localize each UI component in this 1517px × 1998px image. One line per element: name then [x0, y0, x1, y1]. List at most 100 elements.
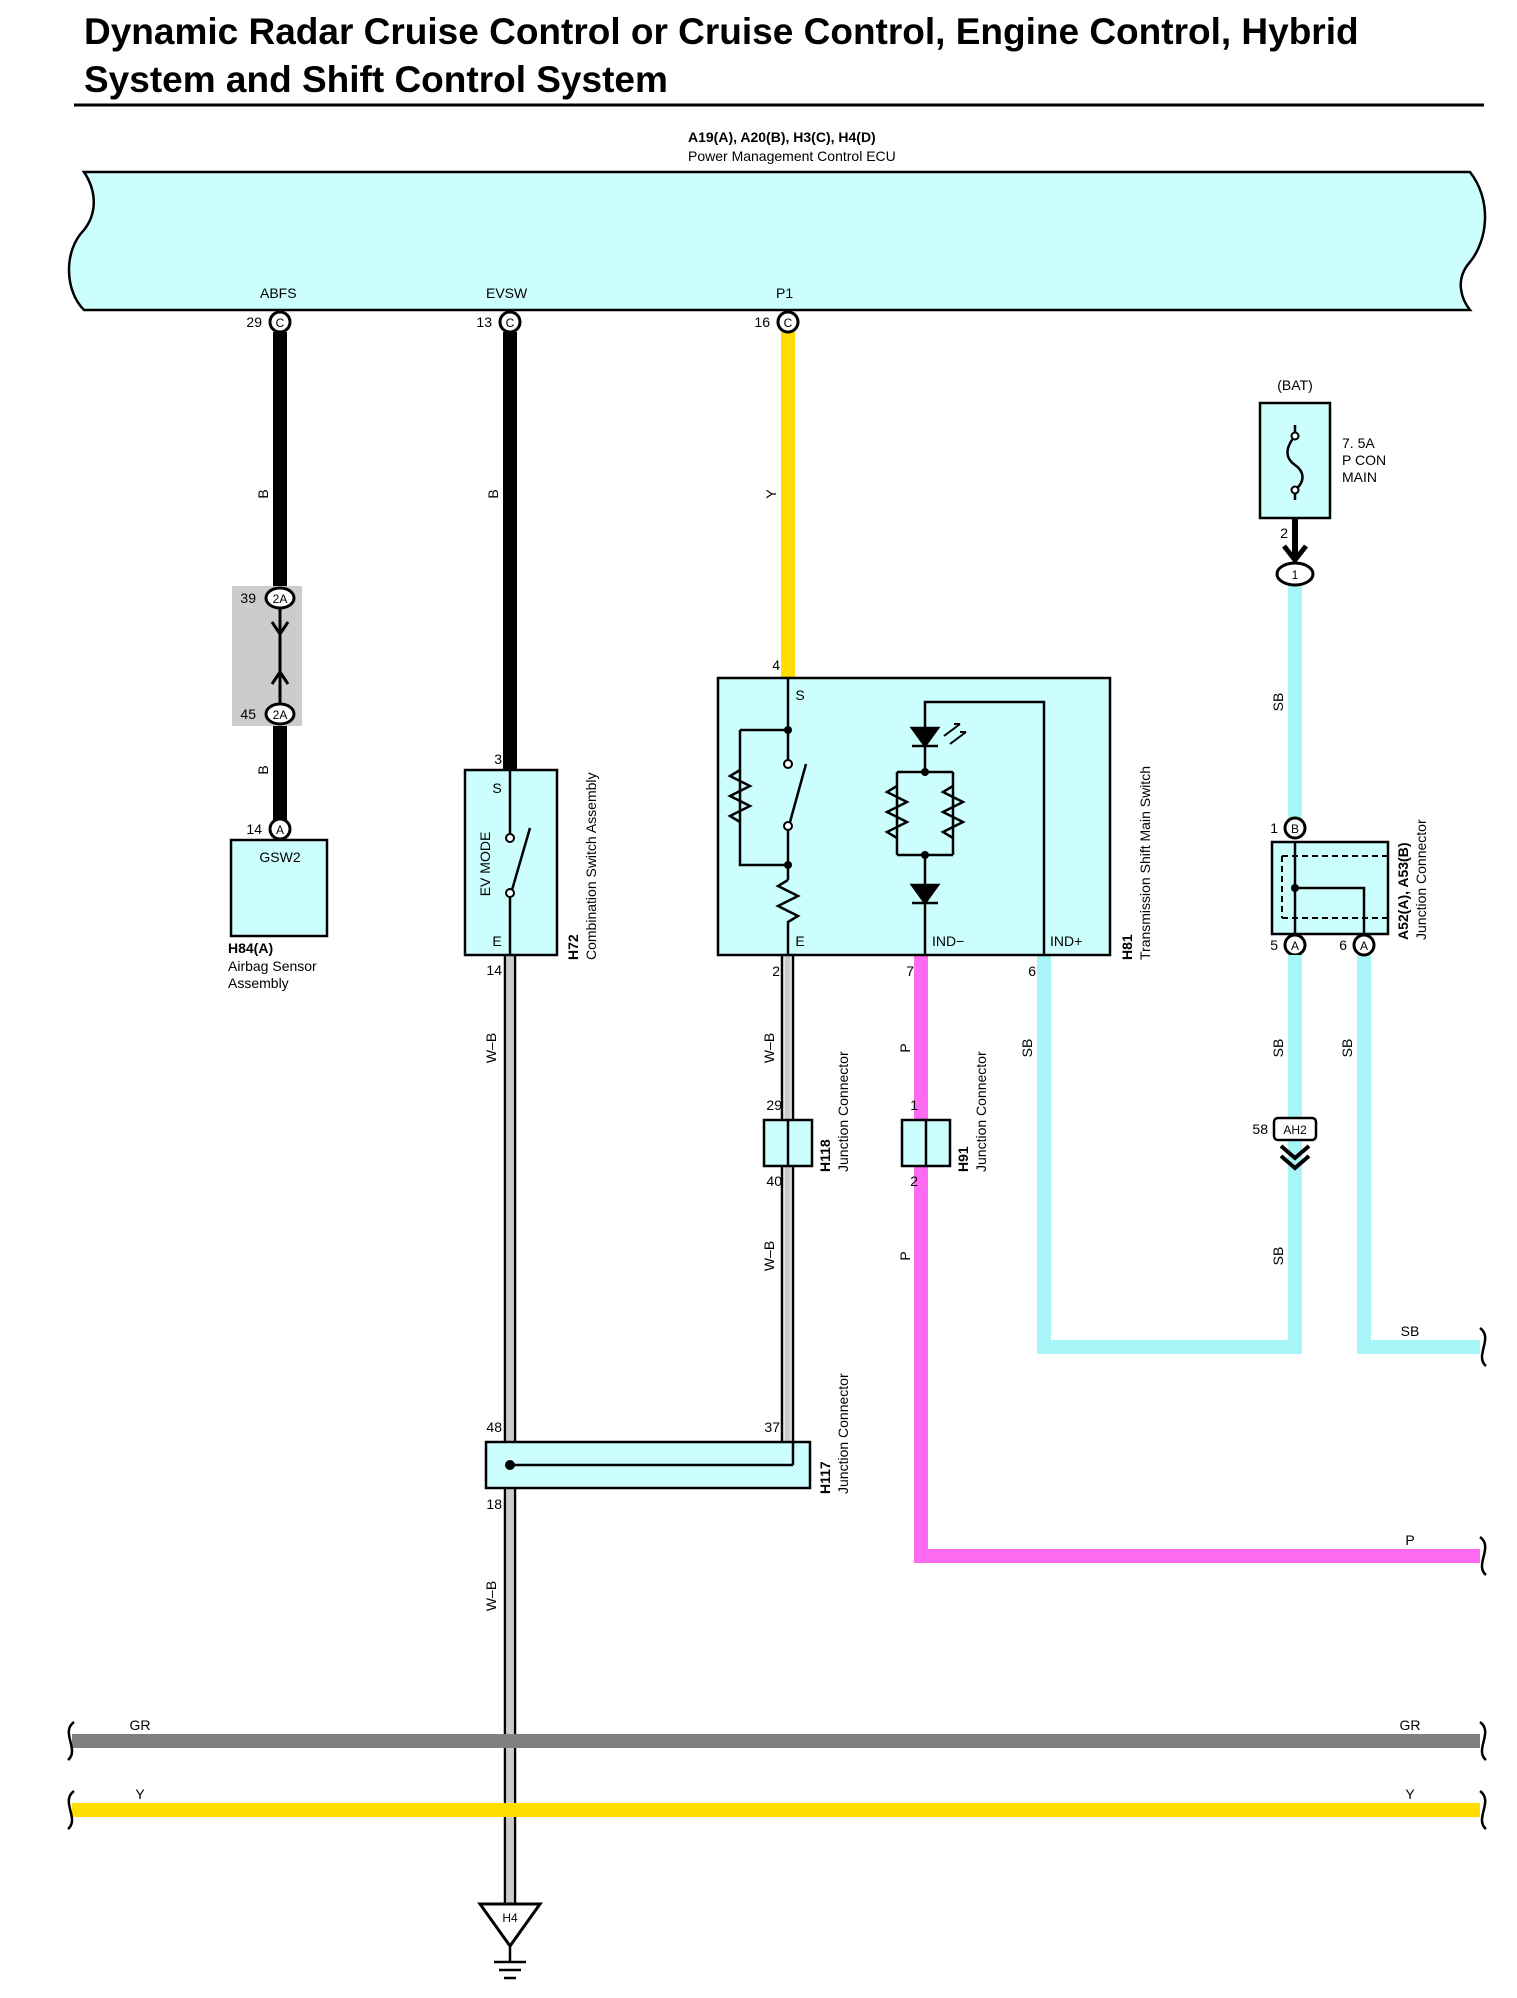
- wire-ind-minus: [914, 955, 1480, 1563]
- h84-id: H84(A): [228, 940, 273, 956]
- ah2-pin: 58: [1252, 1121, 1268, 1137]
- h81-terminal-e: E: [795, 933, 804, 949]
- h72-id: H72: [565, 934, 581, 960]
- h91-pin-bottom: 2: [910, 1173, 918, 1189]
- h117-pin-left: 48: [486, 1419, 502, 1435]
- h84-name-1: Airbag Sensor: [228, 958, 317, 974]
- a52-junction: B 1 A 5 A 6 A52(A), A53(B) Junction Conn…: [1270, 816, 1429, 957]
- wire-label-ind-minus-lower: P: [897, 1251, 913, 1260]
- h84-terminal: GSW2: [259, 849, 300, 865]
- ah2-code: AH2: [1283, 1123, 1307, 1137]
- wire-label-abfs-lower: B: [255, 765, 271, 774]
- h81-led-rays-icon: [943, 723, 967, 745]
- wire-label-right-p: P: [1405, 1532, 1414, 1548]
- h84-connector: A: [276, 823, 284, 837]
- wire-label-p1: Y: [763, 489, 779, 499]
- a52-id: A52(A), A53(B): [1395, 843, 1411, 941]
- wire-label-bus-y-left: Y: [135, 1786, 145, 1802]
- pin-label-abfs: ABFS: [260, 285, 297, 301]
- bus-break-left: [67, 1720, 75, 1830]
- wire-label-bus-gr-right: GR: [1400, 1717, 1421, 1733]
- fuse-p-con-main: (BAT) 7. 5A P CON MAIN 2 1: [1258, 377, 1386, 587]
- a52-conn-in: B: [1291, 822, 1299, 836]
- h118-pin-top: 29: [766, 1097, 782, 1113]
- h81-terminal-s: S: [795, 687, 804, 703]
- wire-label-fuse-out: SB: [1270, 693, 1286, 712]
- h72-mode: EV MODE: [477, 832, 493, 897]
- a52-pin-in: 1: [1270, 820, 1278, 836]
- ecu-pin-abfs-number: 29: [246, 314, 262, 330]
- h72-terminal-s: S: [492, 780, 501, 796]
- wire-label-evsw-upper: B: [485, 489, 501, 498]
- ecu-pin-evsw: C 13: [476, 310, 522, 334]
- ecu-pin-p1: C 16: [754, 310, 800, 334]
- wire-label-a52-out6: SB: [1339, 1039, 1355, 1058]
- fuse-icon: [1286, 425, 1304, 500]
- h117-pin-bottom: 18: [486, 1496, 502, 1512]
- h81-resistor-led2-icon: [940, 784, 966, 840]
- h84-pin: 14: [246, 821, 262, 837]
- wire-a52-out6: [1357, 955, 1480, 1354]
- ground-icon: [494, 1946, 526, 1980]
- ecu-name: Power Management Control ECU: [688, 148, 896, 164]
- h84-name-2: Assembly: [228, 975, 289, 991]
- a52-pin-out2: 6: [1339, 937, 1347, 953]
- connector-2a-pin-bottom: 45: [240, 706, 256, 722]
- h117-junction: 48 37 18 H117 Junction Connector: [484, 1373, 851, 1512]
- h81-pin-ind-plus: 6: [1028, 963, 1036, 979]
- title-line-1: Dynamic Radar Cruise Control or Cruise C…: [84, 11, 1359, 52]
- connector-2a-code-bottom: 2A: [273, 708, 288, 722]
- ecu-pin-evsw-connector: C: [506, 316, 515, 330]
- a52-conn-out1: A: [1291, 939, 1299, 953]
- h72-pin-bottom: 14: [486, 962, 502, 978]
- a52-conn-out2: A: [1360, 939, 1368, 953]
- h117-id: H117: [817, 1461, 833, 1494]
- h118-id: H118: [817, 1139, 833, 1172]
- fuse-rating: 7. 5A: [1342, 435, 1375, 451]
- page-title: Dynamic Radar Cruise Control or Cruise C…: [84, 8, 1504, 104]
- wire-label-ah2-below: SB: [1270, 1247, 1286, 1266]
- pin-label-evsw: EVSW: [486, 285, 528, 301]
- fuse-pin: 2: [1280, 525, 1288, 541]
- fuse-name-1: P CON: [1342, 452, 1386, 468]
- wire-label-h81-e-lower: W–B: [761, 1241, 777, 1271]
- h72-pin-top: 3: [494, 751, 502, 767]
- wire-label-evsw-lower: W–B: [483, 1033, 499, 1063]
- wire-ind-plus: [1037, 955, 1302, 1354]
- h84-airbag-sensor: A 14 GSW2 H84(A) Airbag Sensor Assembly: [228, 817, 329, 991]
- wire-label-bus-gr-left: GR: [130, 1717, 151, 1733]
- ecu-pin-p1-connector: C: [784, 316, 793, 330]
- h117-pin-right: 37: [764, 1419, 780, 1435]
- wire-label-ind-minus-upper: P: [897, 1043, 913, 1052]
- h91-id: H91: [955, 1146, 971, 1172]
- ah2-connector: AH2 58: [1252, 1116, 1318, 1171]
- a52-pin-out1: 5: [1270, 937, 1278, 953]
- wire-label-a52-out5: SB: [1270, 1039, 1286, 1058]
- h118-name: Junction Connector: [835, 1051, 851, 1172]
- connector-2a-pin-top: 39: [240, 590, 256, 606]
- bus-break-right: [1479, 1326, 1487, 1830]
- fuse-connector: 1: [1292, 568, 1299, 582]
- h72-terminal-e: E: [492, 933, 501, 949]
- a52-name: Junction Connector: [1413, 819, 1429, 940]
- h81-shift-main-switch: 4 S E IND− IND+ 2 7 6 H81 Transmission S…: [716, 657, 1153, 979]
- h91-pin-top: 1: [910, 1097, 918, 1113]
- wire-label-right-sb: SB: [1401, 1323, 1420, 1339]
- pin-label-p1: P1: [776, 285, 793, 301]
- ecu-pin-abfs-connector: C: [276, 316, 285, 330]
- fuse-arrow-icon: [1282, 544, 1308, 565]
- ecu-pin-evsw-number: 13: [476, 314, 492, 330]
- h91-junction: 1 2 H91 Junction Connector: [900, 1051, 989, 1189]
- ecu-body: [67, 170, 1487, 312]
- h81-id: H81: [1119, 934, 1135, 960]
- fuse-name-2: MAIN: [1342, 469, 1377, 485]
- wire-label-ind-plus: SB: [1019, 1039, 1035, 1058]
- h91-name: Junction Connector: [973, 1051, 989, 1172]
- title-line-2: System and Shift Control System: [84, 59, 668, 100]
- h81-resistor-led1-icon: [884, 784, 910, 840]
- wire-label-bus-y-right: Y: [1405, 1786, 1415, 1802]
- h81-resistor-left-icon: [727, 768, 753, 824]
- h81-resistor-e-icon: [775, 878, 801, 955]
- h81-ind-plus: IND+: [1050, 933, 1082, 949]
